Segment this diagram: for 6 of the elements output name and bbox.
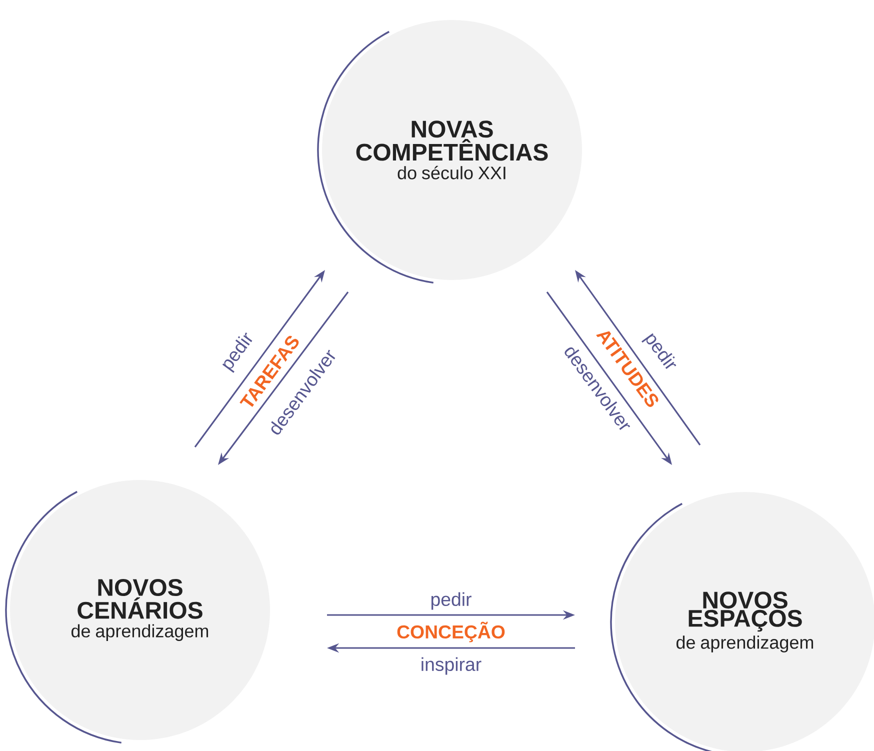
edge-label: pedir xyxy=(431,592,472,610)
edge-label: inspirar xyxy=(422,657,482,675)
circle-node: NOVAS COMPETÊNCIAS do século XXI xyxy=(317,20,582,284)
circle-node: NOVOS ESPAÇOS de aprendizagem xyxy=(610,492,874,751)
circle-node: NOVOS CENÁRIOS de aprendizagem xyxy=(5,480,270,744)
relation-label: CONCEÇÃO xyxy=(397,622,505,642)
